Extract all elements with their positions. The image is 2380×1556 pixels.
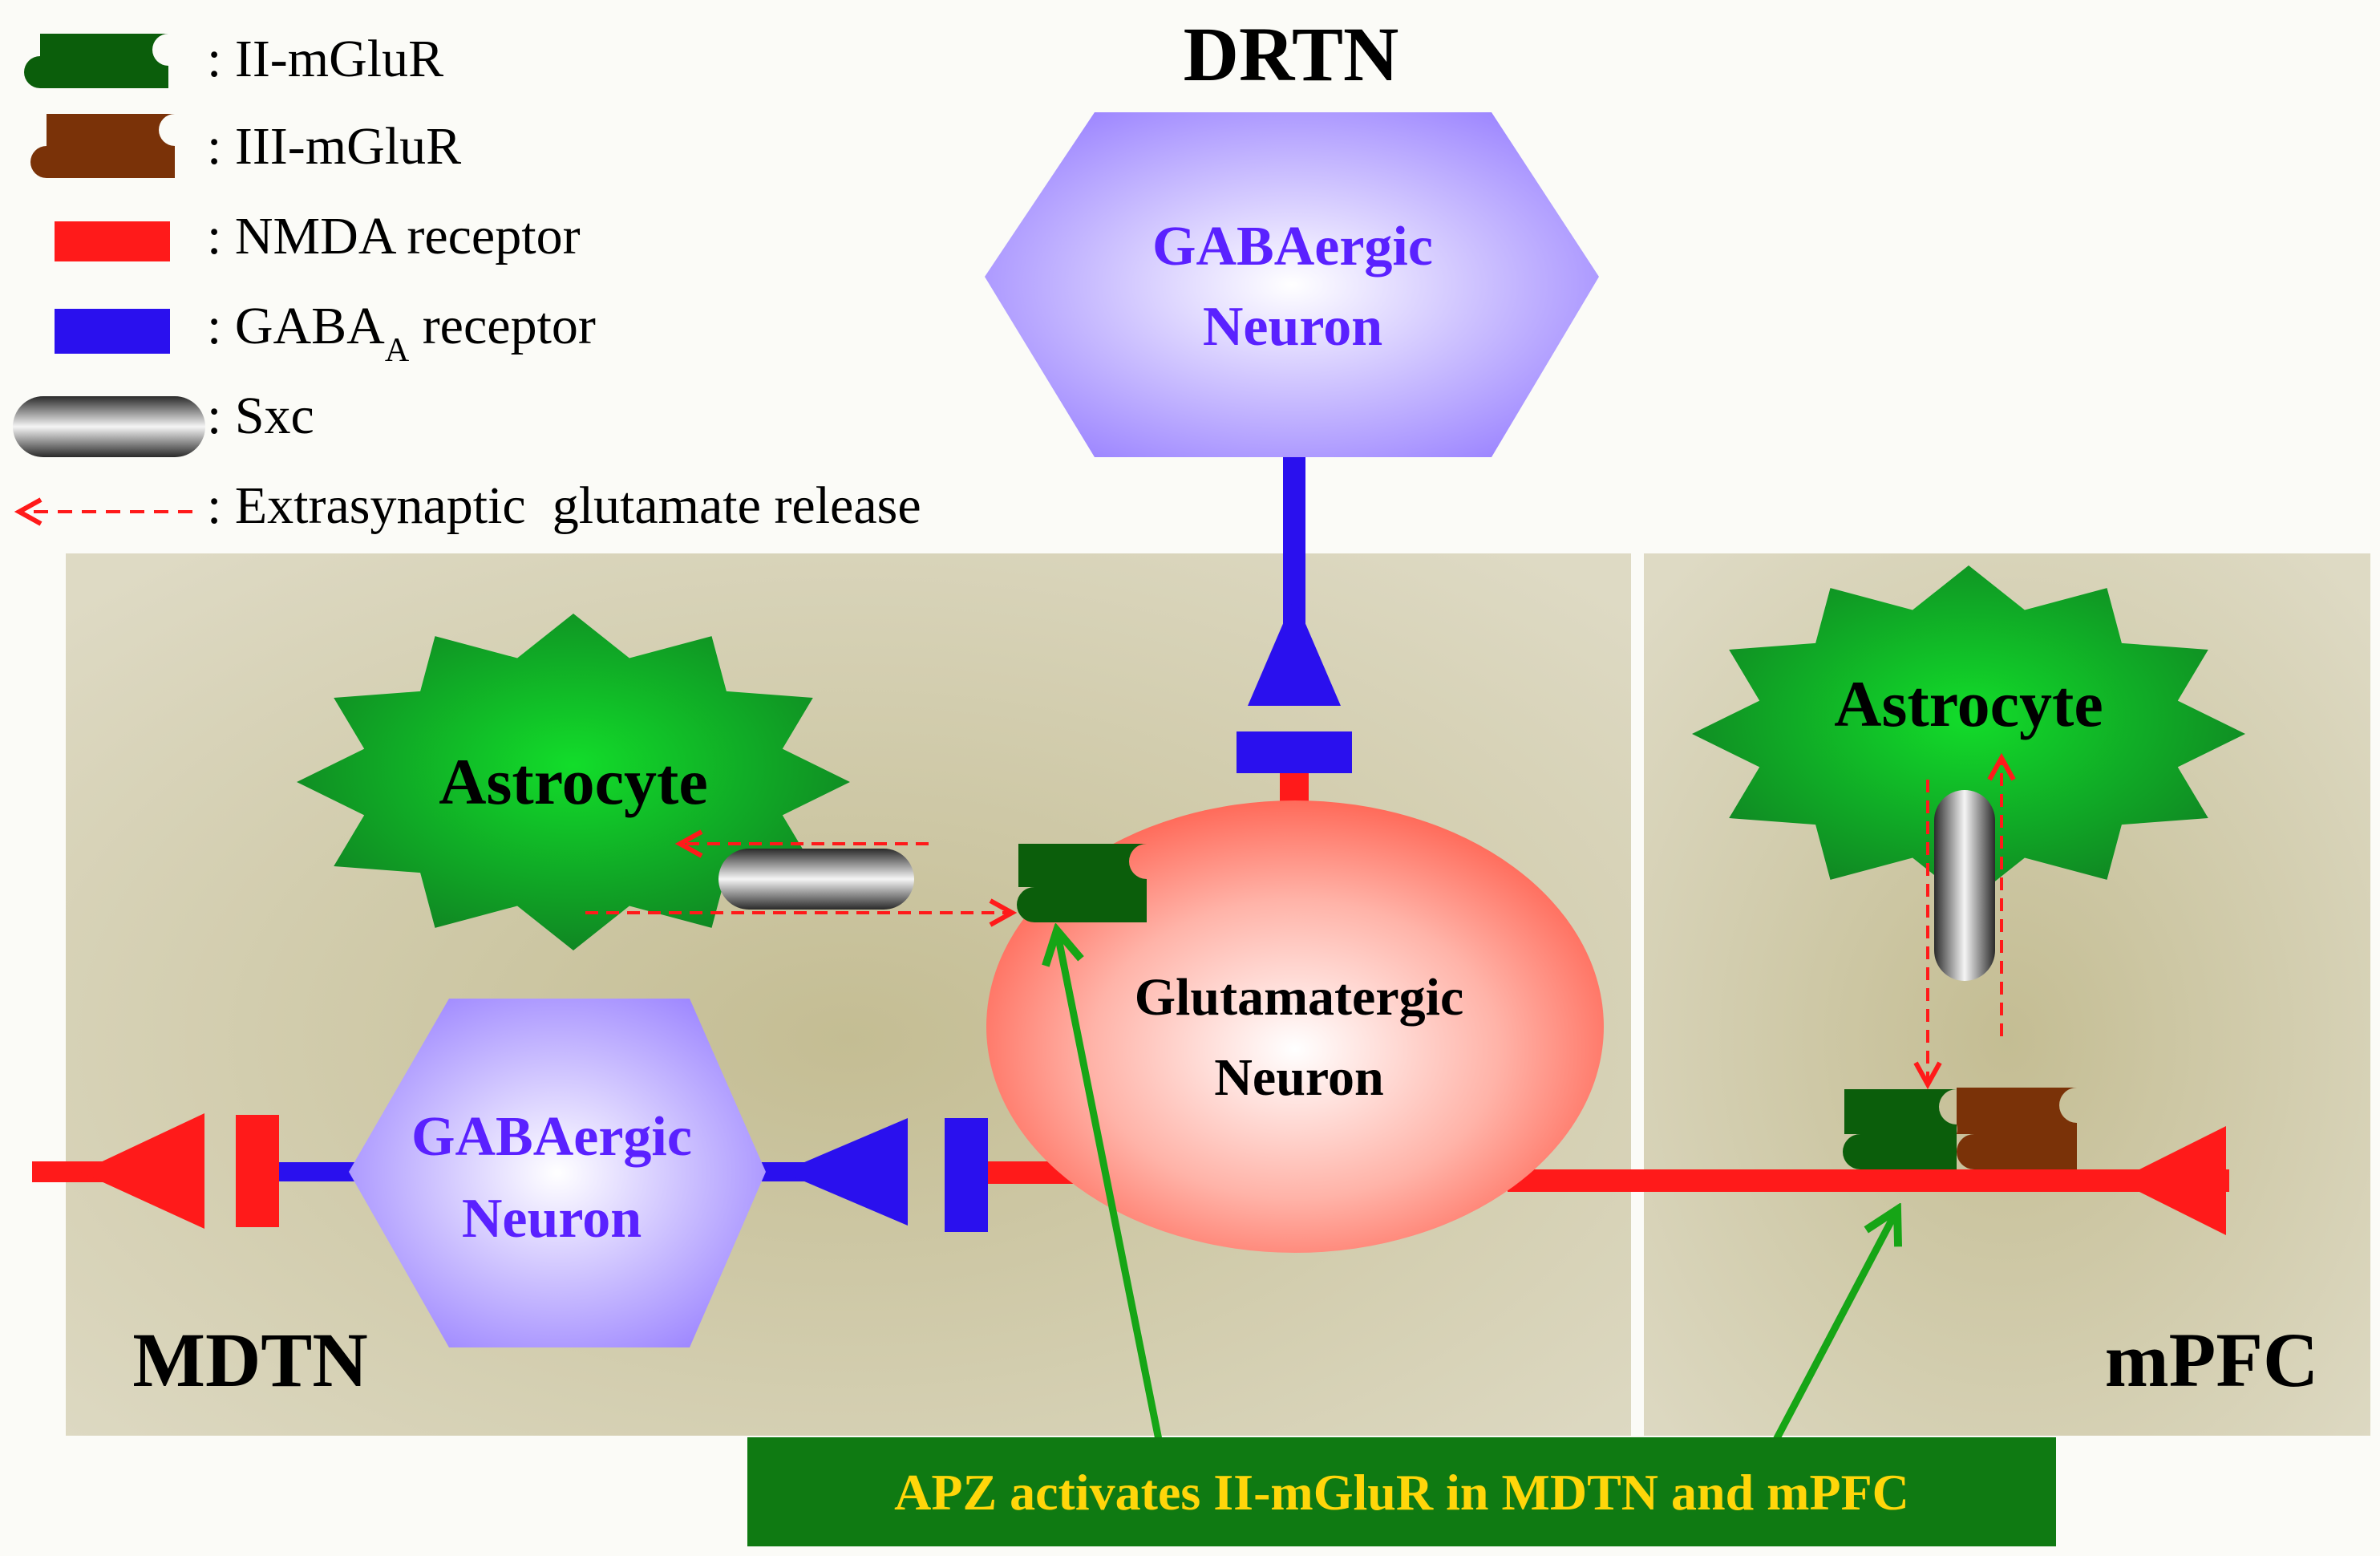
drtn-gaba-label-line2: Neuron: [1203, 296, 1382, 358]
legend: : II-mGluR : III-mGluR : NMDA receptor :…: [13, 30, 921, 535]
mpfc-label: mPFC: [2105, 1317, 2319, 1403]
apz-caption-text: APZ activates II-mGluR in MDTN and mPFC: [894, 1464, 1909, 1521]
astrocyte-mpfc-label: Astrocyte: [1834, 667, 2103, 740]
drtn-gaba-a-receptor: [1237, 731, 1352, 773]
legend-sxc-icon: [13, 396, 205, 457]
legend-gaba-a-label: : GABAA receptor: [207, 297, 596, 369]
mdtn-sxc: [718, 849, 914, 910]
apz-arrow-to-mpfc: [1773, 1210, 1897, 1442]
mdtn-gaba-label-line2: Neuron: [462, 1188, 642, 1250]
drtn-label: DRTN: [1184, 11, 1399, 97]
apz-caption-box: [747, 1437, 2056, 1546]
glut-ii-mglur: [1017, 844, 1147, 922]
astrocyte-mdtn: [297, 614, 850, 950]
legend-nmda-label: : NMDA receptor: [207, 207, 581, 265]
glut-projection-axon: [1508, 1169, 2229, 1192]
mpfc-sxc: [1934, 790, 1995, 981]
mpfc-ii-mglur: [1843, 1089, 1957, 1169]
drtn-gaba-neuron: [985, 112, 1599, 457]
glutamatergic-label-line2: Neuron: [1214, 1048, 1383, 1107]
drtn-gaba-terminal: [1248, 598, 1341, 706]
legend-iii-mglur-label: : III-mGluR: [207, 117, 461, 176]
mpfc-iii-mglur: [1957, 1088, 2077, 1169]
glutamatergic-label-line1: Glutamatergic: [1135, 968, 1464, 1027]
mdtn-gaba-a-receptor: [945, 1118, 988, 1232]
legend-ii-mglur-icon: [24, 34, 168, 88]
mdtn-gaba-neuron: [349, 999, 766, 1347]
mdtn-label: MDTN: [132, 1317, 367, 1403]
legend-iii-mglur-icon: [30, 114, 175, 178]
drtn-gaba-label-line1: GABAergic: [1152, 216, 1433, 278]
mdtn-gaba-label-line1: GABAergic: [411, 1106, 692, 1168]
legend-nmda-icon: [55, 221, 170, 261]
mdtn-gaba-terminal: [782, 1118, 908, 1226]
mpfc-terminal: [2117, 1126, 2226, 1235]
legend-extrasynaptic-label: : Extrasynaptic glutamate release: [207, 476, 921, 535]
legend-gaba-a-icon: [55, 309, 170, 354]
apz-arrow-to-mdtn: [1057, 930, 1163, 1441]
legend-ii-mglur-label: : II-mGluR: [207, 30, 443, 88]
mdtn-left-nmda-receptor: [236, 1115, 279, 1227]
astrocyte-mpfc: [1692, 565, 2245, 902]
legend-sxc-label: : Sxc: [207, 387, 314, 445]
astrocyte-mdtn-label: Astrocyte: [439, 745, 707, 818]
mdtn-left-terminal: [80, 1113, 204, 1229]
